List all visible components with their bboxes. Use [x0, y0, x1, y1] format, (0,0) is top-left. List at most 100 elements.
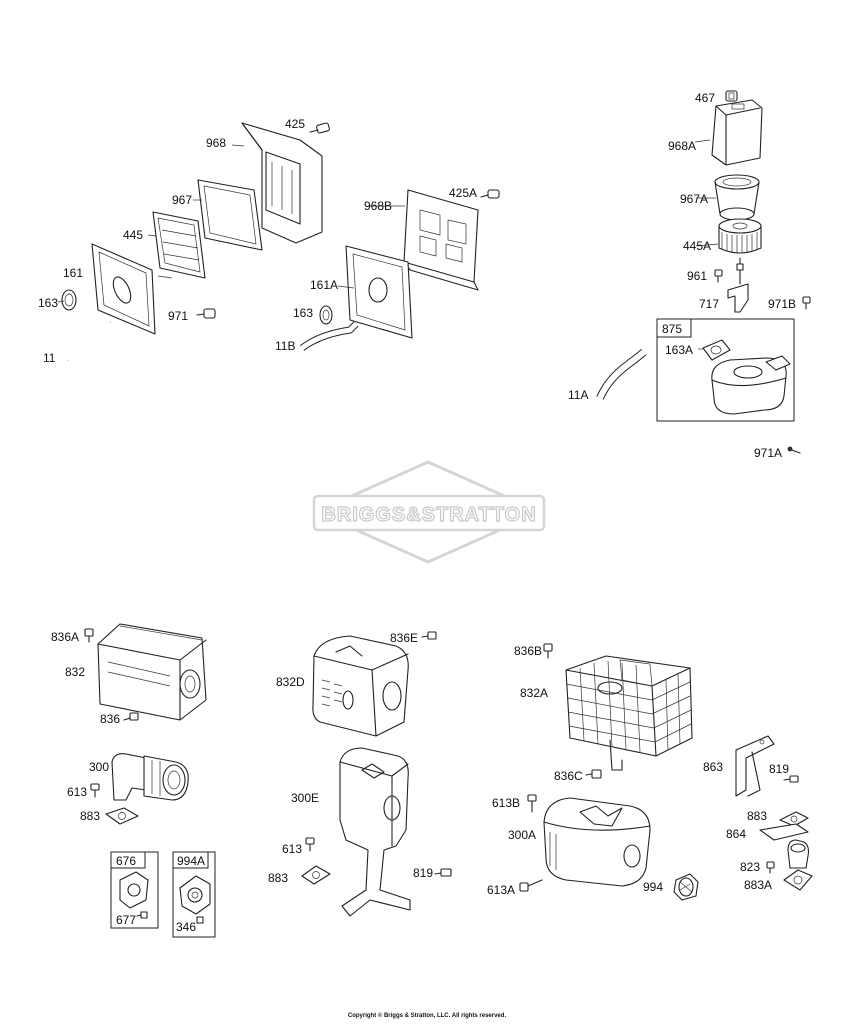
part-968-cover	[241, 122, 323, 244]
label-971B: 971B	[768, 297, 796, 311]
part-883A-gasket	[783, 869, 813, 891]
label-819: 819	[413, 866, 433, 880]
part-883c-gasket	[779, 811, 809, 827]
label-676: 676	[116, 854, 136, 868]
label-300: 300	[89, 760, 109, 774]
label-819b: 819	[769, 762, 789, 776]
part-864-plate	[759, 823, 810, 869]
part-300-muffler	[111, 753, 189, 801]
part-971B-screw	[802, 296, 811, 310]
part-613-bolt	[90, 783, 100, 798]
watermark-text: BRIGGS&STRATTON	[321, 504, 536, 526]
air-cleaner-assembly-right	[596, 90, 811, 454]
part-613b-bolt	[305, 837, 315, 852]
label-961: 961	[687, 269, 707, 283]
label-11A: 11A	[568, 388, 588, 402]
part-875-box	[656, 318, 795, 422]
label-425A: 425A	[449, 186, 477, 200]
part-819-bolt	[434, 868, 452, 877]
label-11: 11	[43, 351, 56, 365]
label-11B: 11B	[275, 339, 295, 353]
muffler-assembly-middle	[301, 631, 452, 917]
label-971: 971	[168, 309, 188, 323]
part-467-knob	[725, 90, 738, 102]
label-832A: 832A	[520, 686, 548, 700]
part-836-bolt	[123, 712, 139, 721]
copyright-notice: Copyright © Briggs & Stratton, LLC. All …	[347, 1013, 507, 1019]
part-823-bolt	[766, 861, 775, 874]
label-163: 163	[38, 296, 58, 310]
part-836E-bolt	[421, 631, 437, 640]
label-300A: 300A	[508, 828, 536, 842]
part-971A-screw	[787, 446, 801, 454]
part-300A-muffler	[543, 797, 651, 887]
part-161A-base	[345, 245, 413, 339]
part-832D-guard	[312, 635, 409, 737]
air-cleaner-assembly-middle	[299, 189, 500, 351]
label-968B: 968B	[364, 199, 392, 213]
label-968: 968	[206, 136, 226, 150]
part-863-bracket	[735, 735, 775, 797]
part-445A-filter	[718, 218, 762, 254]
label-883A: 883A	[744, 878, 772, 892]
part-11A-tube	[596, 348, 647, 400]
part-967-filter	[197, 179, 263, 251]
label-832D: 832D	[276, 675, 305, 689]
label-863: 863	[703, 760, 723, 774]
label-613: 613	[67, 785, 87, 799]
muffler-assembly-left	[84, 623, 216, 938]
part-300E-muffler	[339, 747, 411, 917]
label-864: 864	[726, 827, 746, 841]
label-161: 161	[63, 266, 83, 280]
part-676-box	[110, 851, 159, 929]
part-994A-box	[172, 851, 216, 938]
label-968A: 968A	[668, 139, 696, 153]
part-11B-tube	[299, 321, 359, 351]
label-836C: 836C	[554, 769, 583, 783]
part-968A-cover	[711, 99, 763, 166]
part-832A-wire-guard	[565, 655, 693, 771]
label-967A: 967A	[680, 192, 708, 206]
label-836B: 836B	[514, 644, 542, 658]
label-445: 445	[123, 228, 143, 242]
label-967: 967	[172, 193, 192, 207]
part-836B-bolt	[543, 643, 553, 659]
label-832: 832	[65, 665, 85, 679]
part-819b-bolt	[783, 775, 799, 783]
part-163-gasket	[61, 289, 77, 311]
label-836A: 836A	[51, 630, 79, 644]
label-677: 677	[116, 913, 136, 927]
label-836: 836	[100, 712, 120, 726]
label-163b: 163	[293, 306, 313, 320]
part-967A-prefilter	[714, 174, 760, 221]
label-971A: 971A	[754, 446, 782, 460]
part-613A-bolt	[519, 879, 543, 892]
part-161-base	[91, 243, 156, 335]
part-832-guard	[97, 623, 207, 721]
air-cleaner-assembly-left	[61, 122, 330, 362]
part-labels: 425 968 967 445 161 163 971 11 968B 425A…	[38, 91, 796, 934]
label-823: 823	[740, 860, 760, 874]
label-717: 717	[699, 297, 719, 311]
part-425-bolt	[309, 122, 330, 134]
label-300E: 300E	[291, 791, 319, 805]
label-613B: 613B	[492, 796, 520, 810]
part-836A-bolt	[84, 628, 94, 643]
part-971-screw	[196, 308, 216, 319]
part-613B-bolt	[527, 794, 537, 813]
label-425: 425	[285, 117, 305, 131]
part-883b-gasket	[301, 865, 331, 885]
label-467: 467	[695, 91, 715, 105]
part-717-bracket	[727, 257, 749, 313]
leader-lines	[57, 139, 719, 350]
part-883-gasket	[105, 807, 139, 825]
part-425A-bolt	[480, 189, 500, 199]
label-875: 875	[662, 322, 682, 336]
label-883b: 883	[268, 871, 288, 885]
part-11-tube	[66, 319, 112, 362]
part-445-filter	[152, 211, 206, 279]
label-613b: 613	[282, 842, 302, 856]
muffler-assembly-right	[519, 643, 813, 901]
label-883: 883	[80, 809, 100, 823]
